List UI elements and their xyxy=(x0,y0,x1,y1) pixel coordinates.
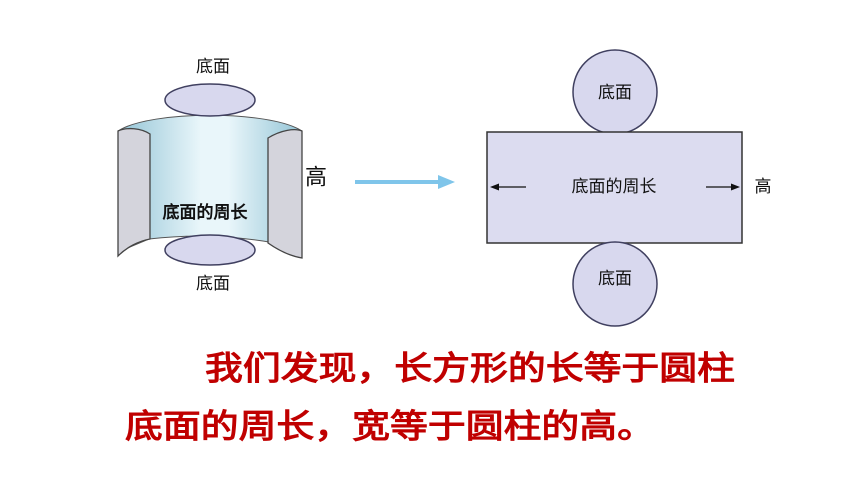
left-top-base-label: 底面 xyxy=(196,57,230,77)
right-dimension-arrow-icon xyxy=(706,183,740,191)
conclusion: 我们发现，长方形的长等于圆柱 底面的周长，宽等于圆柱的高。 xyxy=(125,349,735,446)
left-dimension-arrow-icon xyxy=(490,183,526,191)
cylinder-left-wall xyxy=(117,127,151,258)
net-bottom-base-circle xyxy=(572,241,658,327)
left-bottom-base-label: 底面 xyxy=(196,274,230,294)
net-bottom-base-label: 底面 xyxy=(598,269,632,289)
top-base-ellipse xyxy=(164,83,256,117)
net-top-base-label: 底面 xyxy=(598,83,632,103)
cylinder-right-wall xyxy=(267,129,303,259)
left-circumference-label: 底面的周长 xyxy=(163,202,249,223)
conclusion-line-2: 底面的周长，宽等于圆柱的高。 xyxy=(125,407,655,446)
net-height-label: 高 xyxy=(755,177,772,197)
left-height-label: 高 xyxy=(305,166,327,191)
net-circumference-label: 底面的周长 xyxy=(572,177,657,197)
open-cylinder: 底面 底面的周长 底面 高 xyxy=(117,57,327,294)
conclusion-line-1: 我们发现，长方形的长等于圆柱 xyxy=(205,349,735,388)
cylinder-net: 底面 底面 底面的周长 高 xyxy=(486,49,772,327)
transform-arrow-icon xyxy=(355,175,455,189)
net-lateral-rectangle xyxy=(486,131,743,244)
bottom-base-ellipse xyxy=(164,234,256,266)
